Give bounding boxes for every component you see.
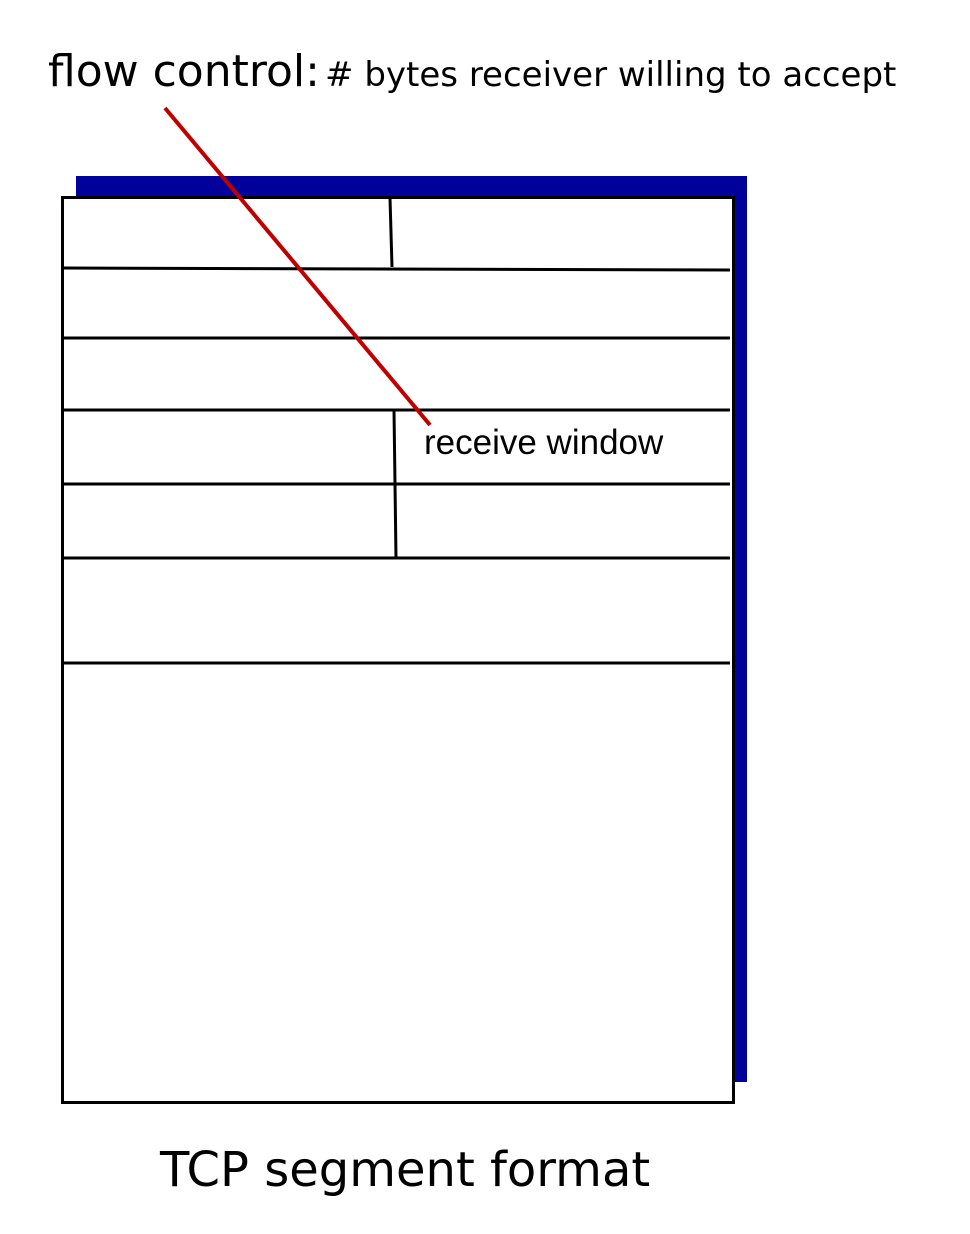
column-divider-4 xyxy=(392,409,397,485)
column-divider-5 xyxy=(393,483,398,559)
receive-window-field-label: receive window xyxy=(424,423,664,462)
column-divider-1 xyxy=(388,197,394,268)
flow-control-definition: # bytes receiver willing to accept xyxy=(325,55,897,95)
diagram-caption: TCP segment format xyxy=(160,1142,651,1198)
row-divider-1 xyxy=(62,266,731,272)
pointer-line xyxy=(163,106,432,427)
flow-control-heading: flow control: # bytes receiver willing t… xyxy=(48,50,896,94)
tcp-segment-box xyxy=(61,196,735,1104)
flow-control-term: flow control: xyxy=(48,46,320,97)
segment-field-lines xyxy=(62,197,731,665)
